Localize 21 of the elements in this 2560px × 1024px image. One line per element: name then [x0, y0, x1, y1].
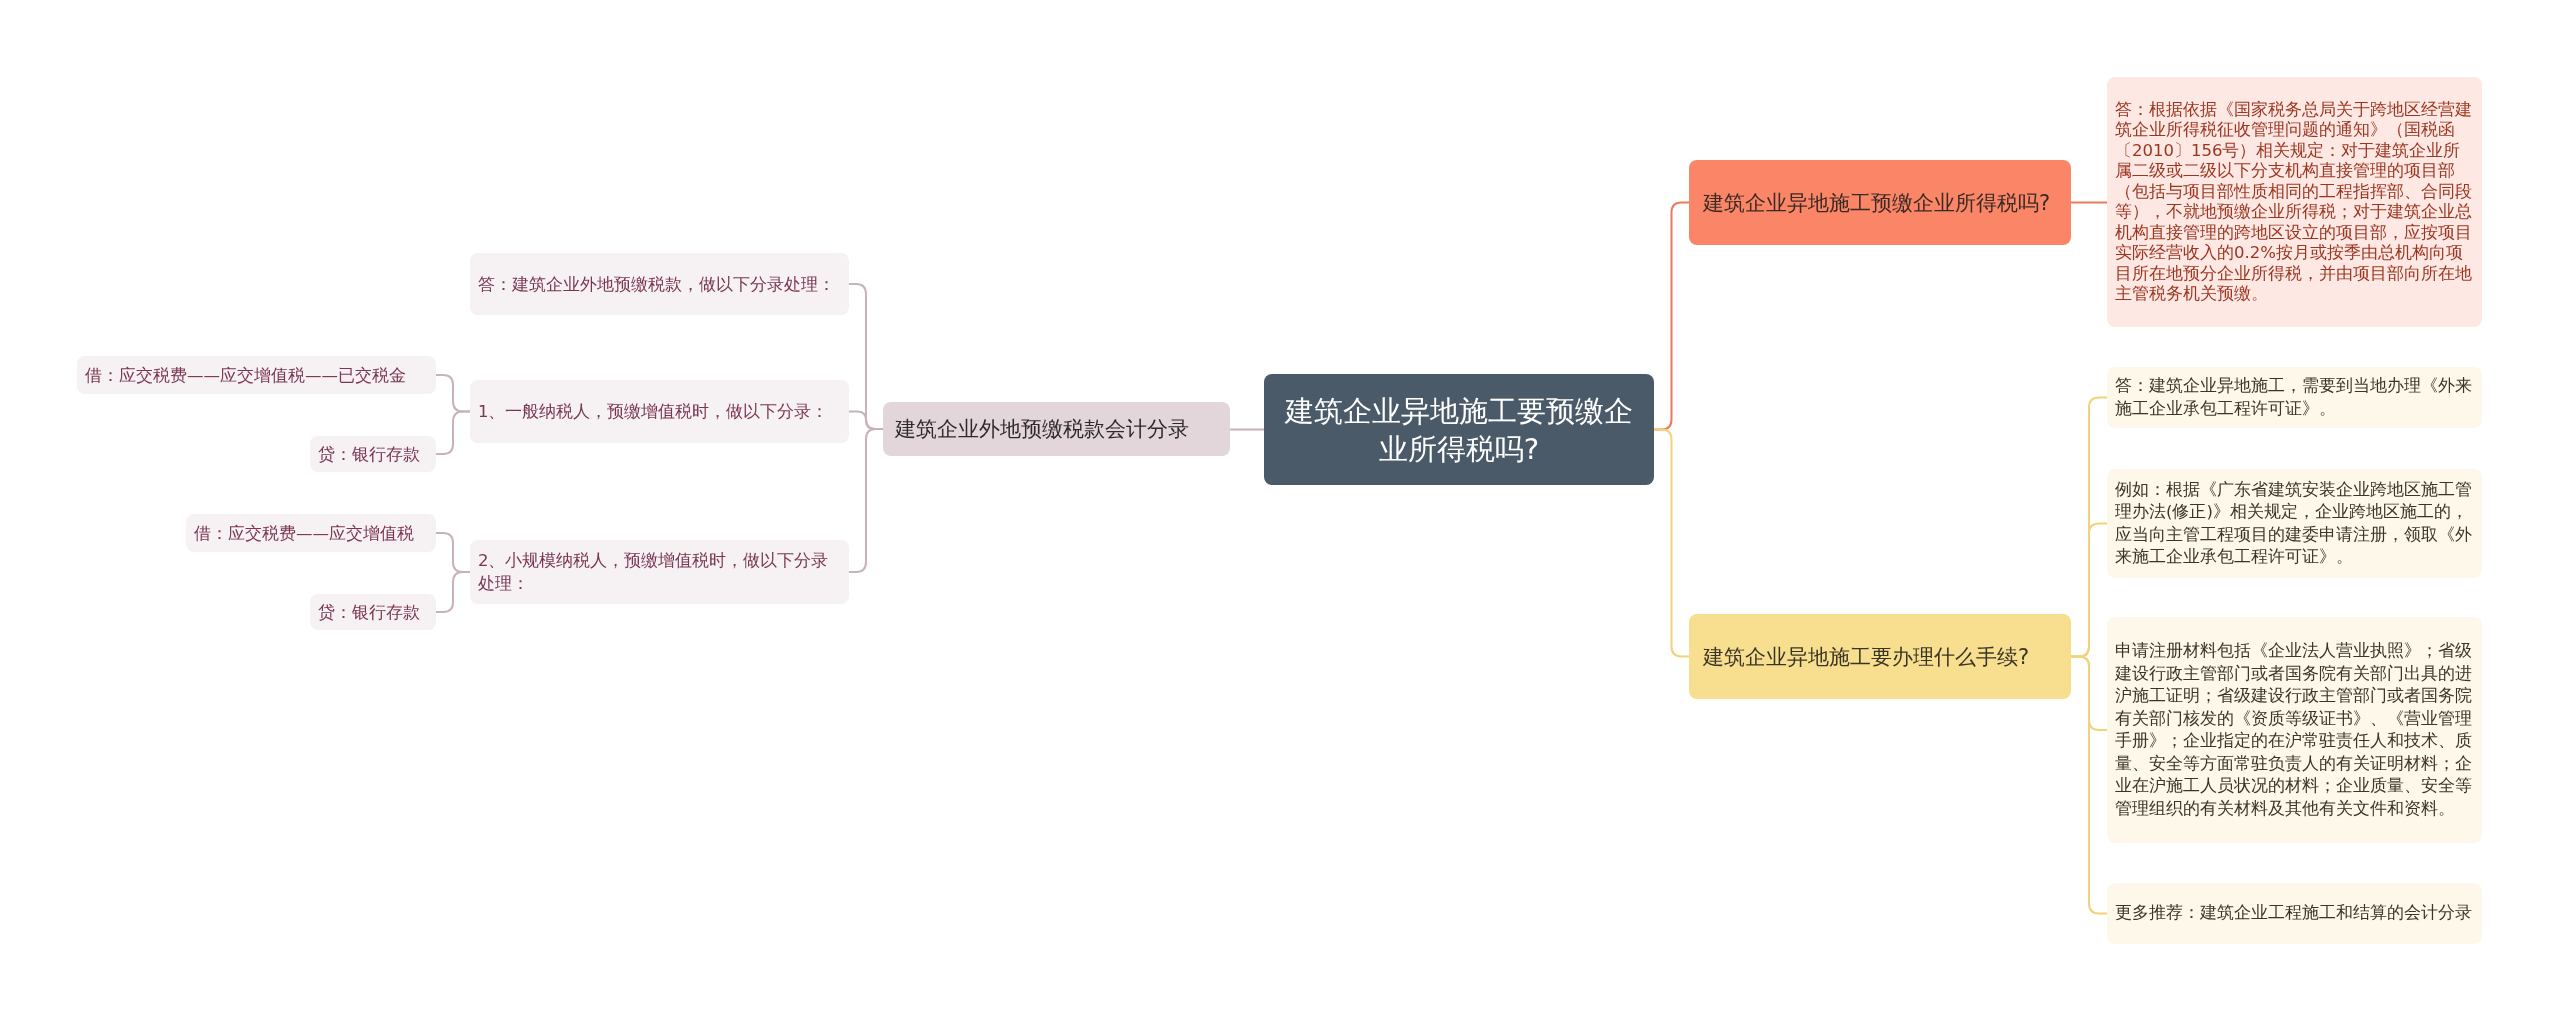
connector-line [1229, 428, 1265, 431]
note-box: 申请注册材料包括《企业法人营业执照》；省级建设行政主管部门或者国务院有关部门出具的进沪施工证明；省级建设行政主管部门或者国务院有关部门核发的《资质等级证书》、《营业管理手册》；企业指定的在沪常驻责任人和技术、质量、安全等方面常驻负责人的有关证明材料；企业在沪施工人员状况的材料；企业质量、安全等管理组织的有关材料及其他有关文件和资料。 [2107, 617, 2482, 843]
note-box: 借：应交税费——应交增值税——已交税金 [77, 356, 436, 394]
note-box: 贷：银行存款 [310, 594, 436, 630]
topic-box: 建筑企业异地施工要办理什么手续? [1689, 614, 2071, 699]
note-box: 例如：根据《广东省建筑安装企业跨地区施工管理办法(修正)》相关规定，企业跨地区施工的，应当向主管工程项目的建委申请注册，领取《外来施工企业承包工程许可证》。 [2107, 469, 2482, 578]
topic-box: 建筑企业外地预缴税款会计分录 [883, 402, 1230, 456]
note-box: 借：应交税费——应交增值税 [186, 514, 436, 552]
note-box: 贷：银行存款 [310, 436, 436, 472]
topic-box: 建筑企业异地施工预缴企业所得税吗? [1689, 160, 2071, 245]
central-topic-box: 建筑企业异地施工要预缴企业所得税吗? [1264, 374, 1654, 485]
connector-line [2070, 655, 2108, 915]
note-box: 答：建筑企业外地预缴税款，做以下分录处理： [470, 253, 849, 315]
note-box: 答：根据依据《国家税务总局关于跨地区经营建筑企业所得税征收管理问题的通知》（国税函〔2010〕156号）相关规定：对于建筑企业所属二级或二级以下分支机构直接管理的项目部（包括与项目部性质相同的工程指挥部、合同段等），不就地预缴企业所得税；对于建筑企业总机构直接管理的跨地区设立的项目部，应按项目实际经营收入的0.2%按月或按季由总机构向项目所在地预分企业所得税，并由项目部向所在地主管税务机关预缴。 [2107, 77, 2482, 327]
note-box: 答：建筑企业异地施工，需要到当地办理《外来施工企业承包工程许可证》。 [2107, 367, 2482, 428]
connector-line [435, 571, 471, 613]
note-box: 更多推荐：建筑企业工程施工和结算的会计分录 [2107, 883, 2482, 944]
note-box: 2、小规模纳税人，预缴增值税时，做以下分录处理： [470, 540, 849, 604]
connector-line [435, 410, 471, 455]
connector-line [2070, 201, 2108, 204]
note-box: 1、一般纳税人，预缴增值税时，做以下分录： [470, 380, 849, 443]
